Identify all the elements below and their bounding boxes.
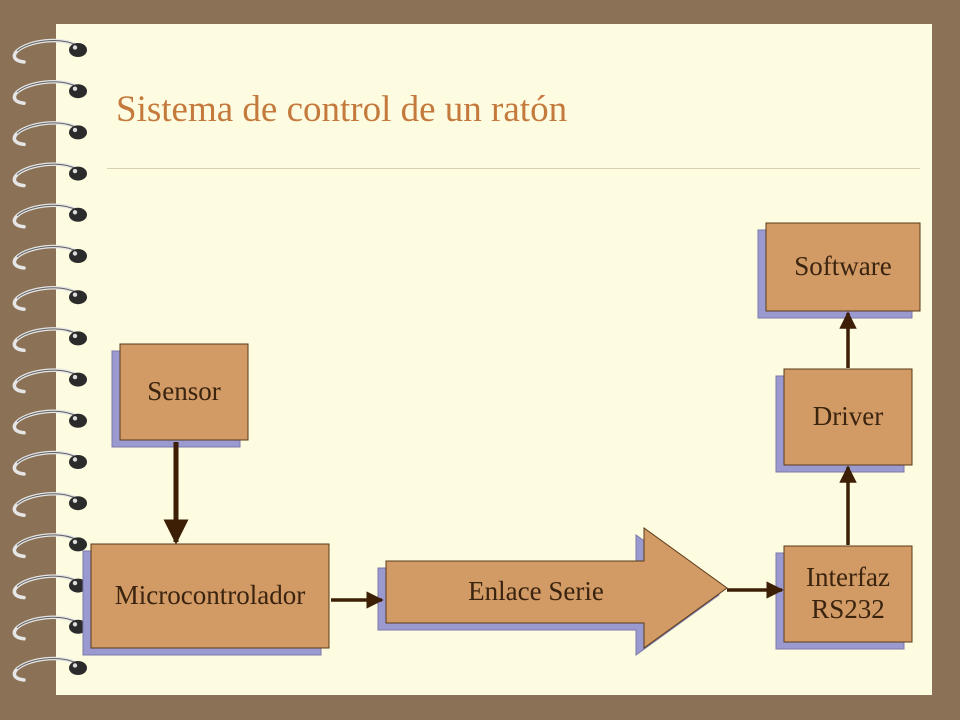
- slide-title: Sistema de control de un ratón: [116, 89, 568, 130]
- spiral-ring: [12, 533, 87, 559]
- spiral-ring: [12, 38, 87, 64]
- spiral-ring: [12, 244, 87, 270]
- software-block: [765, 222, 921, 312]
- spiral-ring: [12, 409, 87, 435]
- driver-block: [783, 368, 913, 466]
- sensor-block: [119, 343, 249, 441]
- spiral-ring: [12, 492, 87, 517]
- spiral-binding: [12, 38, 87, 682]
- microcontroller-block: [90, 543, 330, 649]
- spiral-ring: [12, 450, 87, 476]
- spiral-ring: [12, 327, 87, 353]
- spiral-ring: [12, 80, 87, 105]
- spiral-ring: [12, 656, 87, 682]
- spiral-ring: [12, 162, 87, 188]
- spiral-ring: [12, 203, 87, 229]
- interface-block: [783, 545, 913, 643]
- title-divider: [107, 168, 920, 169]
- serial-link-block: [385, 527, 728, 649]
- spiral-ring: [12, 121, 87, 147]
- spiral-ring: [12, 368, 87, 394]
- spiral-ring: [12, 286, 87, 311]
